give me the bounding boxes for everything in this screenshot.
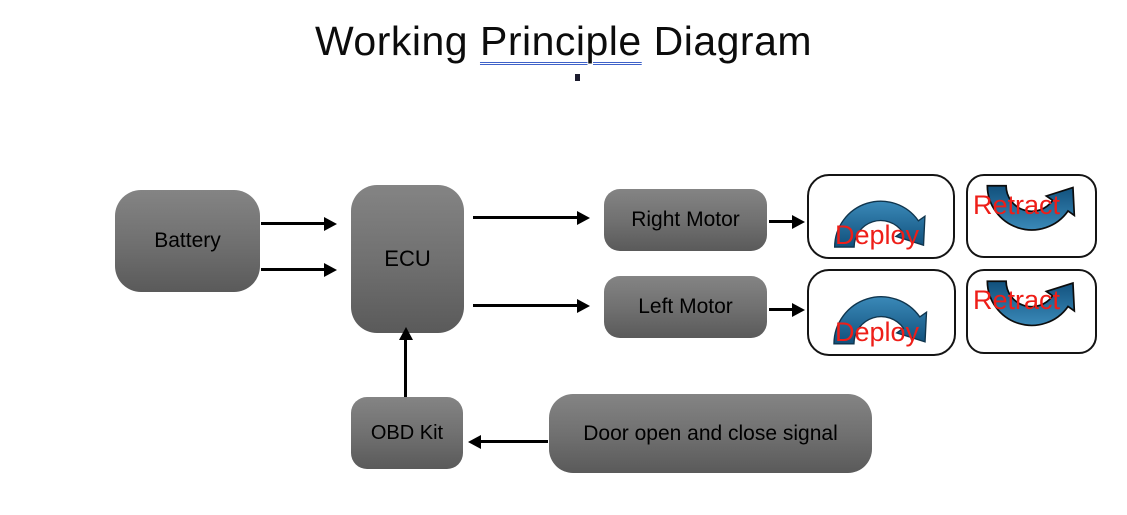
retract-box-right-motor: Retract bbox=[966, 174, 1097, 258]
node-left-motor: Left Motor bbox=[604, 276, 767, 338]
node-obd-kit-label: OBD Kit bbox=[370, 421, 444, 444]
page-title: Working Principle Diagram bbox=[0, 18, 1127, 65]
node-door-signal: Door open and close signal bbox=[549, 394, 872, 473]
title-suffix: Diagram bbox=[641, 18, 813, 64]
node-battery: Battery bbox=[115, 190, 260, 292]
deploy-label: Deploy bbox=[835, 317, 920, 347]
arrow-left-motor-to-action bbox=[769, 303, 805, 316]
title-prefix: Working bbox=[314, 18, 480, 64]
underline-mark-dot bbox=[575, 74, 580, 81]
retract-u-arrow-icon bbox=[986, 280, 1076, 327]
node-obd-kit: OBD Kit bbox=[351, 397, 463, 469]
arrow-right-motor-to-action bbox=[769, 215, 805, 228]
retract-box-left-motor: Retract bbox=[966, 269, 1097, 354]
node-ecu-label: ECU bbox=[384, 246, 431, 271]
retract-u-arrow-icon bbox=[986, 185, 1076, 232]
title-underlined-word: Principle bbox=[479, 18, 642, 64]
node-left-motor-label: Left Motor bbox=[638, 295, 733, 318]
arrow-door-signal-to-obd-kit bbox=[468, 435, 548, 448]
arrow-ecu-to-right-motor bbox=[473, 211, 590, 224]
arrow-battery-to-ecu-bottom bbox=[261, 263, 337, 276]
deploy-box-right-motor: Deploy bbox=[807, 174, 955, 259]
deploy-label: Deploy bbox=[835, 220, 920, 250]
deploy-arc-arrow-icon bbox=[834, 200, 926, 249]
node-ecu: ECU bbox=[351, 185, 464, 333]
node-door-signal-label: Door open and close signal bbox=[583, 421, 838, 445]
deploy-arc-arrow-icon bbox=[833, 296, 928, 345]
retract-label: Retract bbox=[973, 190, 1061, 220]
arrow-battery-to-ecu-top bbox=[261, 217, 337, 230]
deploy-box-left-motor: Deploy bbox=[807, 269, 956, 356]
node-right-motor-label: Right Motor bbox=[631, 208, 740, 231]
node-right-motor: Right Motor bbox=[604, 189, 767, 251]
node-battery-label: Battery bbox=[154, 229, 221, 252]
arrow-ecu-to-left-motor bbox=[473, 299, 590, 312]
arrow-obd-kit-to-ecu bbox=[399, 327, 412, 397]
retract-label: Retract bbox=[973, 285, 1061, 315]
